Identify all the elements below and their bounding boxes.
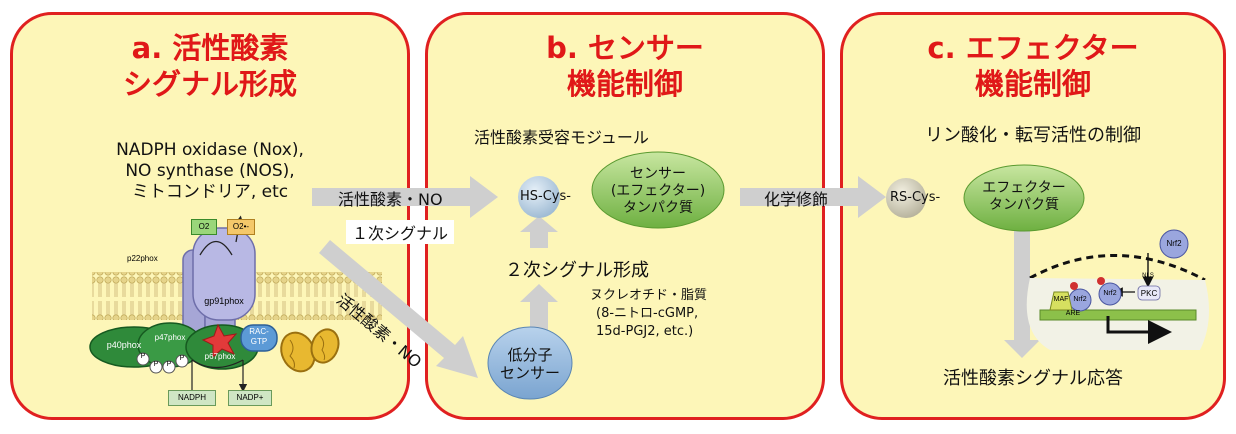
- nrf2-nucleus-2: Nrf2: [1073, 296, 1087, 303]
- panel-a-title-line2: シグナル形成: [122, 67, 297, 101]
- sensor-protein-line3: タンパク質: [623, 200, 693, 216]
- nadp-box: NADP+: [228, 390, 272, 406]
- panel-c-title: c. エフェクター 機能制御: [840, 30, 1226, 102]
- panel-c-title-line2: 機能制御: [974, 67, 1091, 101]
- sensor-protein-line1: センサー: [630, 166, 686, 182]
- panel-b-title-line2: 機能制御: [566, 67, 683, 101]
- hs-cys-label: HS-Cys-: [520, 189, 571, 204]
- sensor-protein-label: センサー (エフェクター) タンパク質: [592, 166, 724, 217]
- small-molecule-examples: ヌクレオチド・脂質 (8-ニトロ-cGMP, 15d-PGJ2, etc.): [590, 287, 707, 341]
- nls-tag: NLS: [1142, 273, 1154, 279]
- panel-a-title: a. 活性酸素 シグナル形成: [10, 30, 410, 102]
- rac-gtp-line2: GTP: [250, 337, 268, 346]
- nrf2-nucleus-1: Nrf2: [1103, 290, 1117, 297]
- p47phox-label: p47phox: [154, 333, 186, 342]
- sensor-protein-line2: (エフェクター): [610, 183, 706, 199]
- primary-signal-label: １次シグナル: [346, 220, 455, 244]
- pkc-label: PKC: [1140, 289, 1158, 298]
- low-mw-sensor-label: 低分子 センサー: [488, 346, 572, 382]
- panel-b-title-line1: b. センサー: [546, 31, 704, 65]
- phospho-4: P: [179, 355, 185, 362]
- phospho-1: P: [140, 353, 146, 360]
- effector-protein-line1: エフェクター: [982, 180, 1066, 196]
- rac-gtp-line1: RAC-: [249, 327, 269, 336]
- panel-c-title-line1: c. エフェクター: [927, 31, 1139, 65]
- rs-cys-label: RS-Cys-: [890, 190, 941, 205]
- low-mw-sensor-line2: センサー: [499, 364, 560, 382]
- rac-gtp-label: RAC- GTP: [241, 327, 277, 347]
- panel-b-title: b. センサー 機能制御: [425, 30, 825, 102]
- ros-source-mito: ミトコンドリア, etc: [131, 182, 289, 202]
- nadph-box: NADPH: [168, 390, 216, 406]
- ros-sources: NADPH oxidase (Nox), NO synthase (NOS), …: [10, 140, 410, 203]
- o2-box: O2: [191, 219, 217, 235]
- panel-a-title-line1: a. 活性酸素: [131, 31, 289, 65]
- small-molecule-line3: 15d-PGJ2, etc.): [596, 324, 694, 339]
- effector-protein-label: エフェクター タンパク質: [964, 180, 1084, 214]
- arrow-ros-no-label: 活性酸素・NO: [338, 190, 443, 209]
- maf-label: MAF: [1053, 296, 1069, 303]
- are-label: ARE: [1065, 310, 1081, 317]
- ros-receptor-module-label: 活性酸素受容モジュール: [474, 128, 649, 147]
- ros-source-nos: NO synthase (NOS),: [125, 161, 295, 181]
- nrf2-cytosol: Nrf2: [1166, 239, 1182, 248]
- gp91phox-label: gp91phox: [204, 296, 244, 306]
- low-mw-sensor-line1: 低分子: [507, 346, 553, 364]
- chemical-modification-label: 化学修飾: [764, 190, 829, 209]
- small-molecule-line2: (8-ニトロ-cGMP,: [596, 306, 699, 321]
- ros-source-nox: NADPH oxidase (Nox),: [116, 140, 304, 160]
- p22phox-label: p22phox: [127, 254, 158, 263]
- ros-signal-response-label: 活性酸素シグナル応答: [943, 368, 1123, 389]
- secondary-signal-label: ２次シグナル形成: [505, 260, 649, 281]
- small-molecule-line1: ヌクレオチド・脂質: [590, 288, 708, 303]
- p67phox-label: p67phox: [204, 352, 236, 361]
- phospho-2: P: [153, 361, 159, 368]
- effector-protein-line2: タンパク質: [989, 197, 1059, 213]
- superoxide-box: O2•-: [227, 219, 255, 235]
- phospho-transcription-label: リン酸化・転写活性の制御: [925, 125, 1141, 146]
- phospho-3: P: [166, 361, 172, 368]
- p40phox-label: p40phox: [106, 340, 142, 350]
